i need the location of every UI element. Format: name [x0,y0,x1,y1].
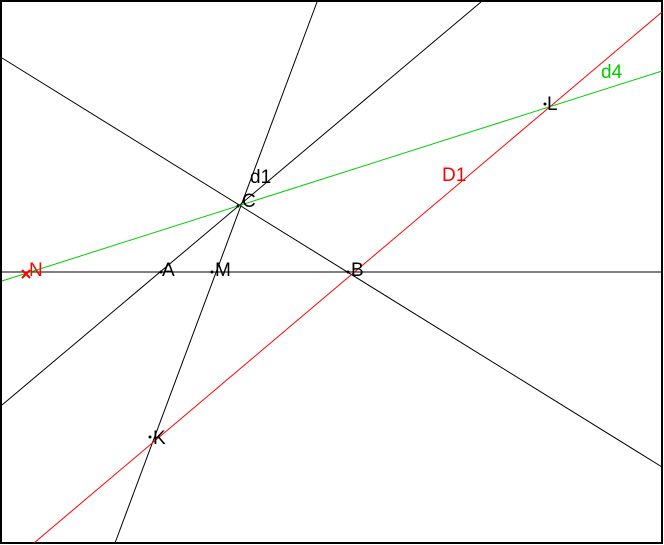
line-CB [1,57,663,468]
line-D1-label: D1 [442,165,466,186]
point-L-label: L [547,94,558,115]
point-B-label: B [351,260,364,281]
line-d1-label: d1 [250,167,271,188]
point-A-label: A [162,260,175,281]
point-L-marker [543,102,547,106]
point-K-marker [148,435,152,439]
point-B-marker [346,270,350,274]
point-A-marker [159,270,163,274]
line-d4-label: d4 [601,62,623,83]
point-M-marker [210,270,214,274]
line-d4 [1,70,663,282]
point-C-marker [236,204,240,208]
point-K-label: K [153,428,166,449]
point-C-label: C [242,191,256,212]
point-M-label: M [215,260,231,281]
line-KC [114,1,318,544]
point-N-marker [21,269,31,279]
point-N-label: N [29,260,43,281]
line-D1 [33,11,663,544]
